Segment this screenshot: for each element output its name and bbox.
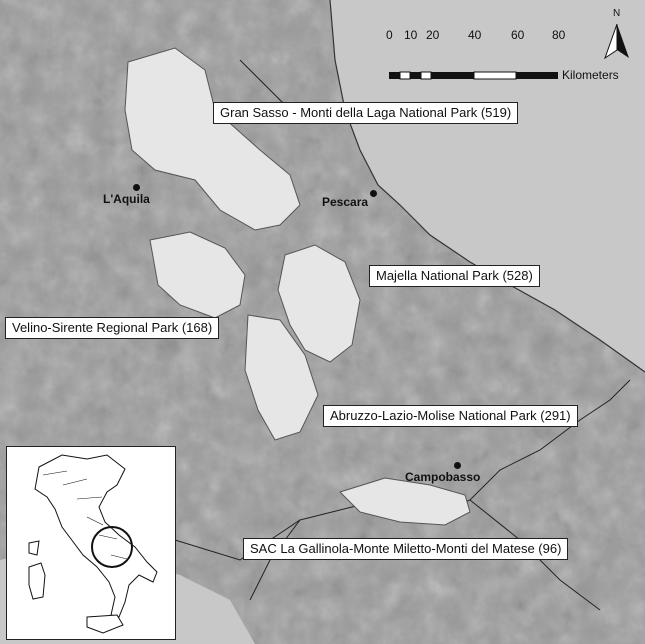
scale-tick-40: 40 — [468, 28, 482, 42]
park-gran-sasso-area — [124, 47, 301, 231]
scale-tick-60: 60 — [511, 28, 525, 42]
scale-tick-20: 20 — [426, 28, 440, 42]
scale-tick-10: 10 — [404, 28, 418, 42]
city-dot-pescara — [370, 190, 377, 197]
north-arrow-icon — [604, 23, 629, 60]
adriatic-coastline — [329, 0, 645, 373]
city-dot-campobasso — [454, 462, 461, 469]
italy-outline — [28, 454, 158, 634]
park-abruzzo-area — [244, 314, 319, 441]
city-label-laquila: L'Aquila — [103, 192, 150, 206]
adriatic-sea — [330, 0, 645, 372]
park-majella-area — [277, 244, 361, 363]
label-velino-sirente-park: Velino-Sirente Regional Park (168) — [5, 317, 220, 339]
label-majella-park: Majella National Park (528) — [369, 265, 540, 287]
scale-tick-80: 80 — [552, 28, 566, 42]
city-label-pescara: Pescara — [322, 195, 369, 209]
scale-unit: Kilometers — [562, 68, 619, 82]
inset-map-italy — [6, 446, 176, 640]
inset-focus-circle — [91, 526, 133, 568]
scale-bar-segments — [389, 71, 558, 80]
city-label-campobasso: Campobasso — [405, 470, 481, 484]
label-gran-sasso-park: Gran Sasso - Monti della Laga National P… — [213, 102, 519, 124]
label-sac-matese: SAC La Gallinola-Monte Miletto-Monti del… — [243, 538, 569, 560]
city-dot-laquila — [133, 184, 140, 191]
sac-matese-area — [339, 477, 471, 526]
scale-bar: 0 10 20 40 60 80 Kilometers — [386, 28, 619, 88]
scale-tick-0: 0 — [386, 28, 393, 42]
north-arrow: N — [602, 8, 632, 60]
park-velino-sirente-area — [149, 231, 246, 319]
label-abruzzo-park: Abruzzo-Lazio-Molise National Park (291) — [323, 405, 578, 427]
north-label: N — [613, 8, 621, 19]
